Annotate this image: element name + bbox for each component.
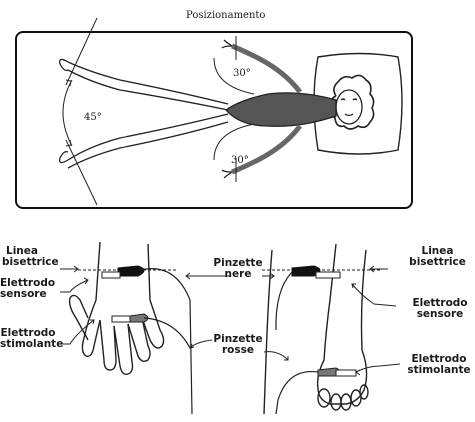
- left-sensor-electrode-label: Elettrodo sensore: [0, 278, 42, 300]
- red-clips-label: Pinzette rosse: [202, 334, 274, 356]
- black-clips-label: Pinzette nere: [202, 258, 274, 280]
- legs-angle: 45°: [84, 112, 102, 123]
- hand-drawing: [70, 242, 164, 374]
- right-stimulating-electrode-label: Elettrodo stimolante: [404, 354, 474, 376]
- lower-arm-angle: 30°: [231, 155, 249, 166]
- label-arrows: [60, 266, 400, 375]
- left-bisector-label: Linea bisettrice: [2, 246, 42, 268]
- right-bisector-label: Linea bisettrice: [400, 246, 475, 268]
- left-stimulating-electrode-label: Elettrodo stimolante: [0, 328, 56, 350]
- positioning-title: Posizionamento: [186, 10, 265, 21]
- right-sensor-electrode-label: Elettrodo sensore: [406, 298, 474, 320]
- upper-arm-angle: 30°: [233, 68, 251, 79]
